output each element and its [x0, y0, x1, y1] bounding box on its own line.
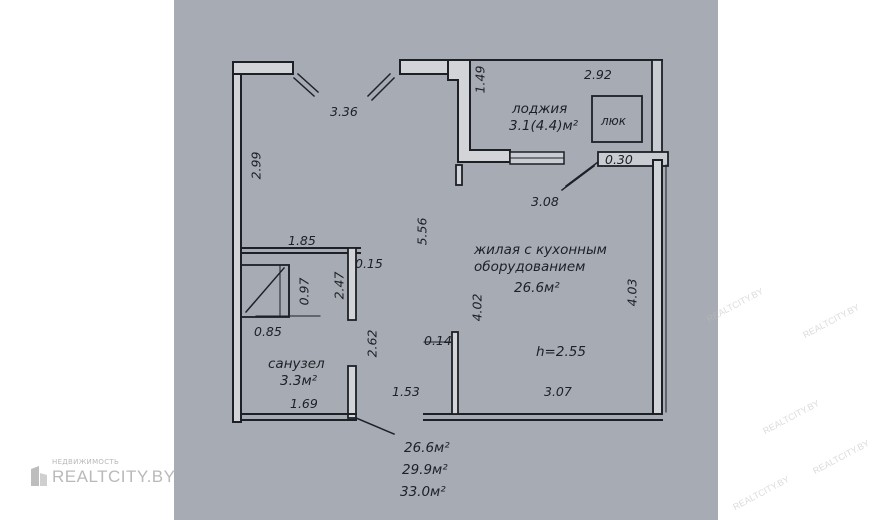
plan-sheet	[174, 0, 718, 520]
dim-4.02: 4.02	[469, 293, 485, 322]
ceiling-height: h=2.55	[536, 344, 586, 360]
dim-0.15: 0.15	[355, 256, 383, 271]
dim-2.47: 2.47	[331, 271, 347, 300]
bath-name: санузел	[268, 356, 325, 372]
dim-4.03: 4.03	[624, 278, 640, 307]
dim-1.49: 1.49	[472, 65, 488, 94]
dim-0.97: 0.97	[296, 277, 312, 306]
wall-left	[232, 61, 242, 423]
door-leaves	[292, 72, 600, 192]
wall-loggia-right	[651, 59, 663, 161]
dim-1.69: 1.69	[290, 396, 318, 411]
dim-3.07: 3.07	[544, 384, 572, 399]
house-logo-icon	[31, 466, 47, 486]
living-name-2: оборудованием	[474, 259, 586, 275]
wall-bath-right	[347, 247, 357, 321]
dim-5.56: 5.56	[414, 217, 430, 246]
logo-title: REALTCITY.BY	[52, 467, 176, 486]
wall-partition-living	[451, 331, 459, 415]
dim-0.30: 0.30	[605, 152, 633, 167]
realtcity-logo: НЕДВИЖИМОСТЬ REALTCITY.BY	[30, 458, 175, 487]
hatch-label: люк	[601, 114, 627, 128]
living-area: 26.6м²	[514, 280, 560, 296]
dim-3.36: 3.36	[330, 104, 358, 119]
hatch-box	[591, 95, 643, 143]
total-3: 33.0м²	[400, 484, 446, 500]
wall-right	[652, 159, 663, 415]
total-2: 29.9м²	[402, 462, 448, 478]
wall-small-030	[597, 151, 669, 167]
dim-1.53: 1.53	[392, 384, 420, 399]
entrance-line	[355, 417, 395, 435]
dim-1.85: 1.85	[288, 233, 316, 248]
dim-2.62: 2.62	[364, 329, 380, 358]
dim-2.99: 2.99	[248, 151, 264, 180]
total-1: 26.6м²	[404, 440, 450, 456]
dim-2.92: 2.92	[584, 67, 612, 82]
living-name-1: жилая с кухонным	[474, 242, 607, 258]
dim-0.85: 0.85	[254, 324, 282, 339]
loggia-area: 3.1(4.4)м²	[509, 118, 579, 134]
dim-3.08: 3.08	[531, 194, 559, 209]
bath-area: 3.3м²	[280, 373, 318, 389]
loggia-name: лоджия	[512, 101, 568, 117]
logo-subtitle: НЕДВИЖИМОСТЬ	[52, 458, 120, 466]
dim-0.14: 0.14	[424, 333, 452, 348]
wall-top-left	[232, 61, 294, 75]
